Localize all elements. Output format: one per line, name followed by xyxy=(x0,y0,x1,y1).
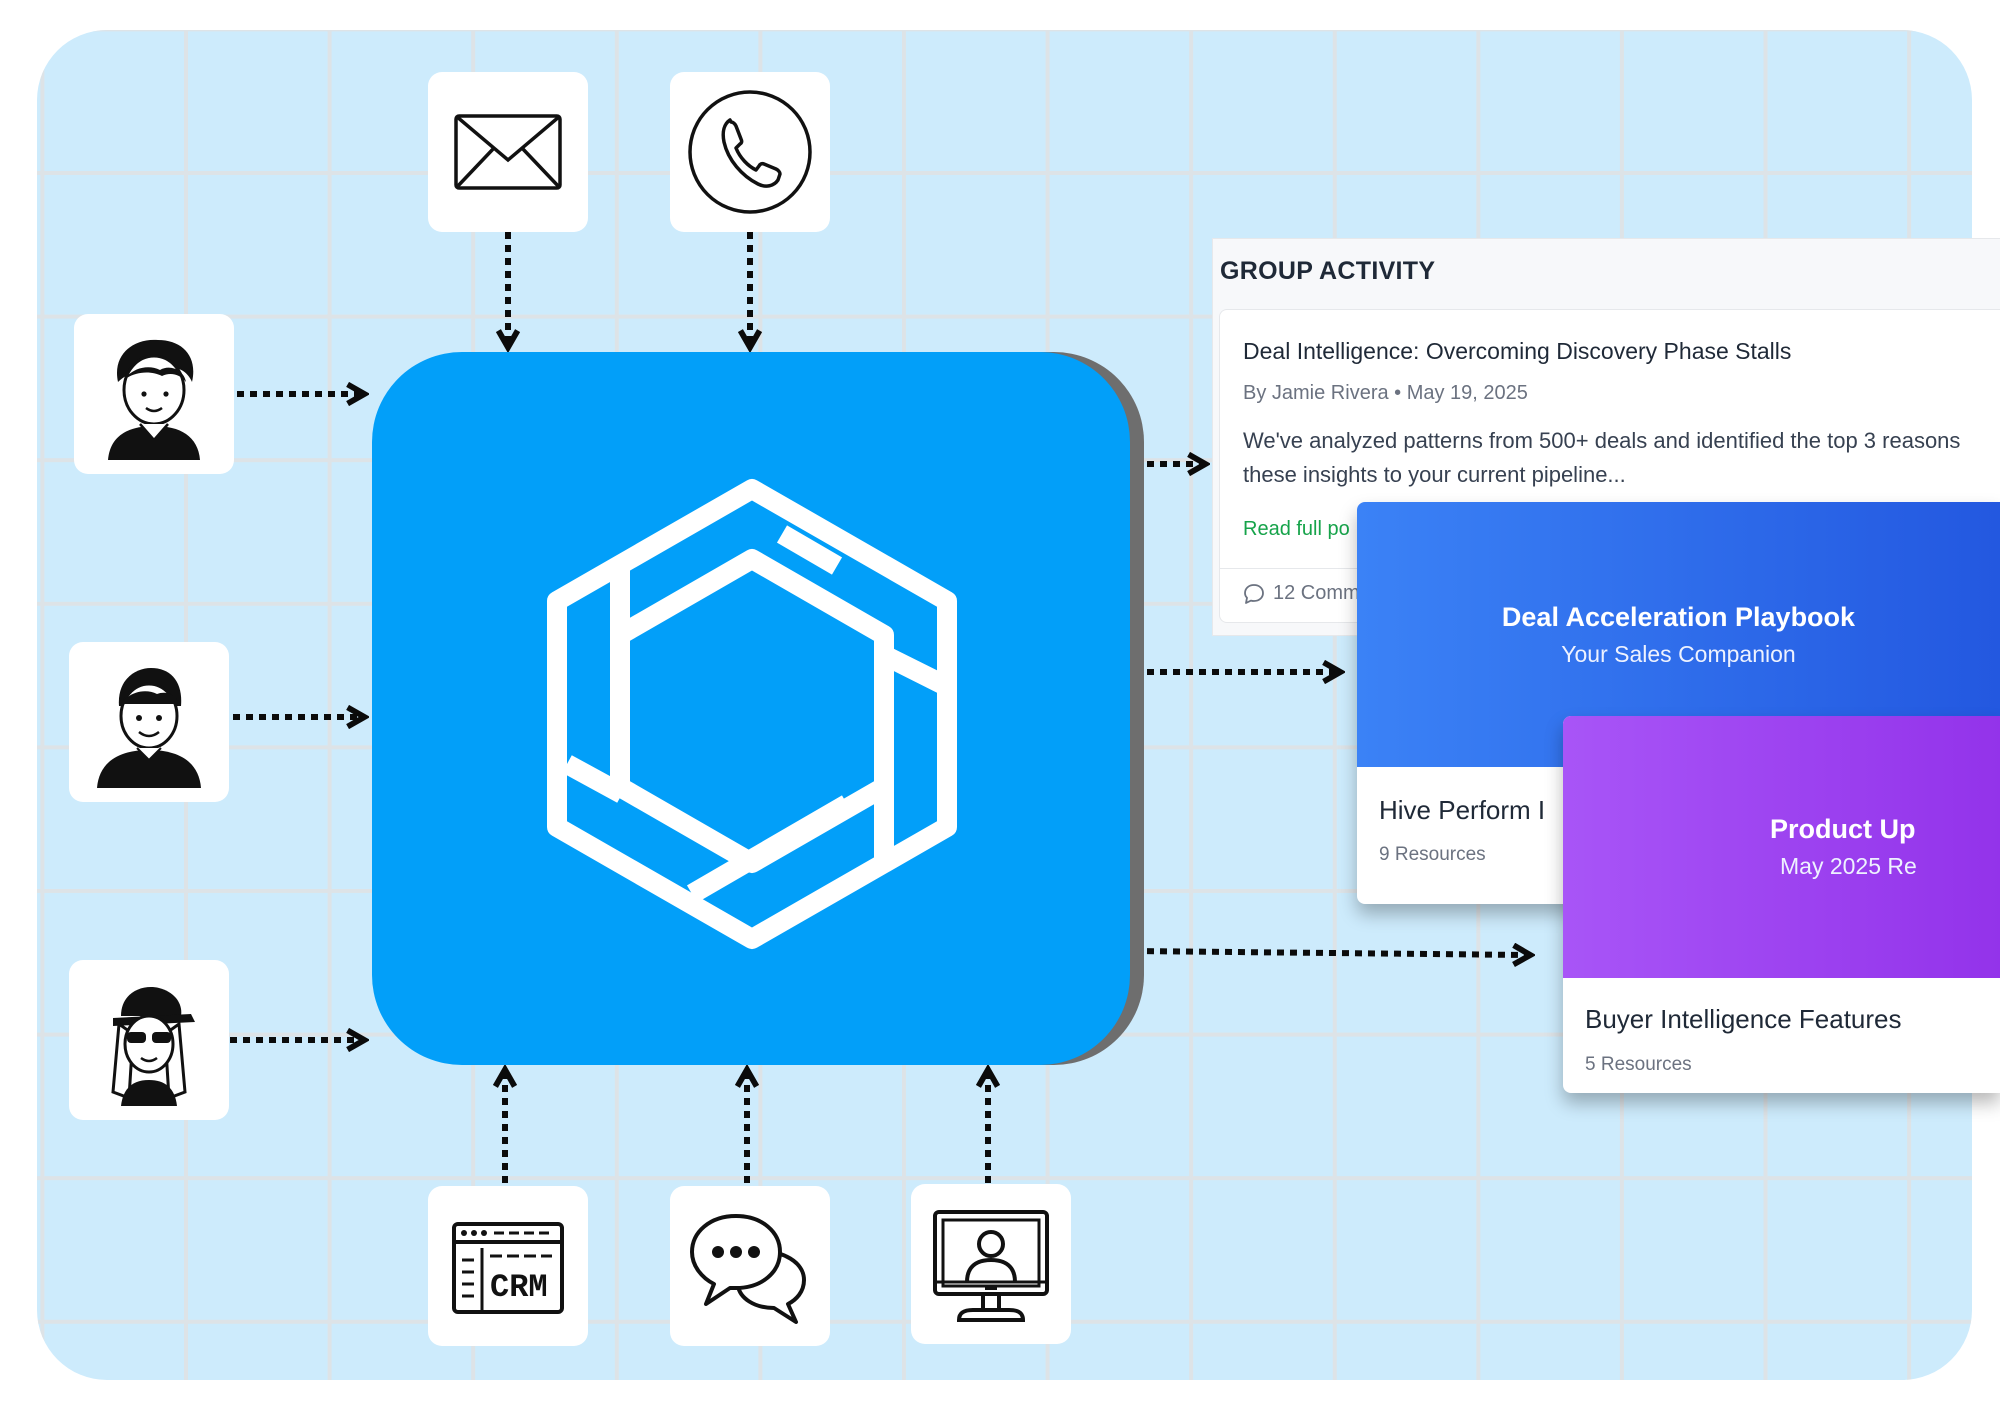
hexagon-logo-icon xyxy=(547,479,957,949)
phone-icon xyxy=(688,90,812,214)
group-activity-heading: GROUP ACTIVITY xyxy=(1220,257,1436,285)
envelope-icon xyxy=(454,114,562,190)
post-body-line-1: We've analyzed patterns from 500+ deals … xyxy=(1243,428,1961,453)
read-full-post-link[interactable]: Read full po xyxy=(1243,518,1350,540)
playbook-card-name[interactable]: Hive Perform I xyxy=(1379,795,1546,825)
chat-tile[interactable] xyxy=(670,1186,830,1346)
comments-count: 12 Comm xyxy=(1273,582,1360,604)
person-tile-1[interactable] xyxy=(74,314,234,474)
person-tile-2[interactable] xyxy=(69,642,229,802)
post-comments[interactable]: 12 Comm xyxy=(1243,582,1360,605)
playbook-banner-title: Deal Acceleration Playbook xyxy=(1501,601,1856,632)
product-banner: Product Up May 2025 Re xyxy=(1563,716,2000,978)
playbook-resource-count: 9 Resources xyxy=(1379,844,1486,865)
product-banner-text: Product Up May 2025 Re xyxy=(1770,814,2000,880)
comment-icon xyxy=(1244,583,1264,604)
person-tile-3[interactable] xyxy=(69,960,229,1120)
crm-window-icon: CRM xyxy=(452,1222,564,1314)
crm-tile[interactable]: CRM xyxy=(428,1186,588,1346)
person-avatar-icon xyxy=(108,339,200,460)
chat-bubbles-icon xyxy=(690,1214,806,1324)
person-avatar-icon xyxy=(97,668,201,788)
product-resource-card[interactable]: Product Up May 2025 Re Buyer Intelligenc… xyxy=(1563,716,2000,1093)
playbook-banner-subtitle: Your Sales Companion xyxy=(1561,640,1796,667)
product-resource-count: 5 Resources xyxy=(1585,1054,1692,1075)
video-call-tile[interactable] xyxy=(911,1184,1071,1344)
crm-label: CRM xyxy=(490,1269,548,1306)
person-cap-sunglasses-icon xyxy=(111,987,195,1106)
product-card-name[interactable]: Buyer Intelligence Features xyxy=(1585,1004,1902,1034)
product-banner-title: Product Up xyxy=(1770,814,1916,844)
post-meta: By Jamie Rivera • May 19, 2025 xyxy=(1243,382,1528,404)
video-call-monitor-icon xyxy=(933,1210,1049,1322)
product-banner-subtitle: May 2025 Re xyxy=(1780,853,1917,879)
post-body: We've analyzed patterns from 500+ deals … xyxy=(1243,424,1960,492)
phone-tile[interactable] xyxy=(670,72,830,232)
arrow-hub-to-product xyxy=(1133,951,1528,955)
post-body-line-2: these insights to your current pipeline.… xyxy=(1243,462,1626,487)
platform-hub[interactable] xyxy=(372,352,1130,1065)
post-title[interactable]: Deal Intelligence: Overcoming Discovery … xyxy=(1243,338,1792,364)
email-tile[interactable] xyxy=(428,72,588,232)
